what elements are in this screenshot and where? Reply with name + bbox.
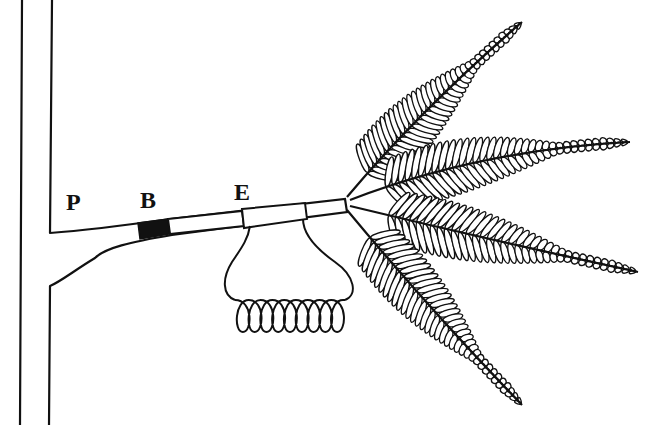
rachis — [350, 142, 630, 200]
electrode-sleeve — [242, 203, 307, 228]
coil — [235, 300, 345, 332]
sleeve — [168, 211, 244, 234]
stem-outline — [50, 0, 52, 233]
block — [138, 219, 170, 239]
wire — [225, 226, 250, 300]
rachis — [350, 206, 638, 272]
part-label: B — [140, 188, 156, 212]
rachis — [347, 210, 522, 405]
part-label: P — [66, 190, 81, 214]
stem-outline — [20, 0, 22, 425]
stem-outline — [49, 286, 50, 425]
rachis — [347, 22, 522, 197]
petiole — [50, 199, 347, 286]
wire — [303, 219, 353, 300]
part-label: E — [234, 180, 250, 204]
pinnae — [347, 22, 638, 405]
